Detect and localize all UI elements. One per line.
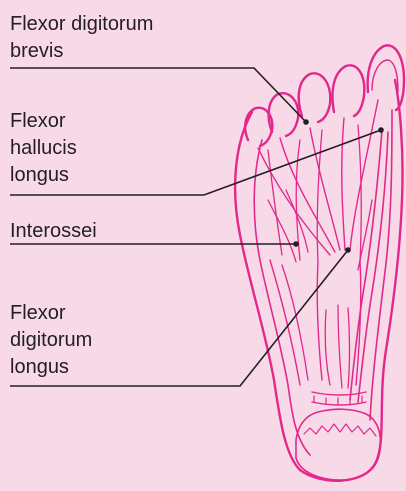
third-toe — [299, 73, 331, 122]
pointer-dot-int — [293, 241, 299, 247]
pointer-dot-fdl — [345, 247, 351, 253]
heel — [296, 409, 380, 480]
second-toe — [333, 65, 365, 116]
sole-inner-outline — [254, 140, 310, 455]
label-flexor-digitorum-brevis: Flexor digitorum brevis — [10, 11, 153, 65]
little-toe — [245, 108, 272, 146]
pointer-dot-fhl — [378, 127, 384, 133]
sole-outline — [235, 80, 402, 481]
label-interossei: Interossei — [10, 218, 97, 245]
pointer-dot-fdb — [303, 119, 309, 125]
label-flexor-digitorum-longus: Flexor digitorum longus — [10, 300, 92, 381]
flexor-hallucis-longus-tendon — [350, 130, 382, 400]
label-flexor-hallucis-longus: Flexor hallucis longus — [10, 108, 77, 189]
